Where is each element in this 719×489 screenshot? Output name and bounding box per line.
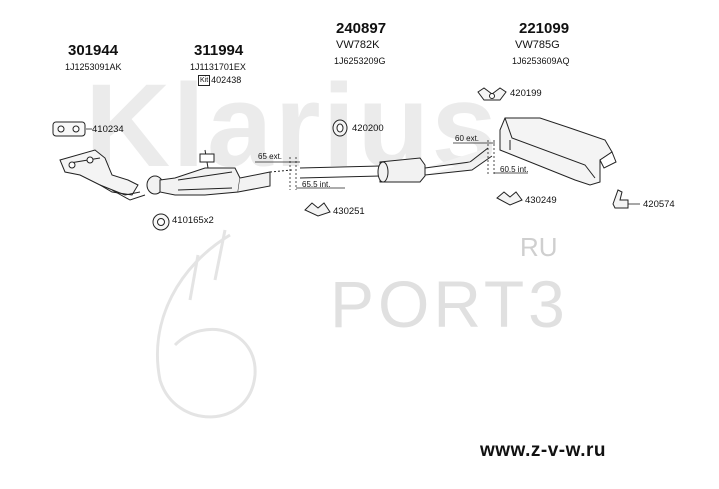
- part-ref-311994: 1J1131701EX: [190, 62, 246, 72]
- part-number-311994: 311994: [194, 42, 244, 59]
- ring-420200-drawing: [332, 119, 348, 137]
- dim-65-5-int: 65.5 int.: [302, 180, 331, 189]
- middle-pipe-drawing: [269, 165, 381, 179]
- rear-silencer-drawing: [499, 117, 617, 186]
- dim-65-ext: 65 ext.: [258, 152, 283, 161]
- site-url: www.z-v-w.ru: [480, 440, 606, 461]
- center-silencer-drawing: [377, 147, 493, 183]
- part-number-221099: 221099: [519, 20, 570, 37]
- part-ref-301944: 1J1253091AK: [65, 62, 122, 72]
- code-420574: 420574: [643, 199, 675, 210]
- catalytic-converter-drawing: [146, 149, 271, 196]
- code-420199: 420199: [510, 88, 542, 99]
- part-number-301944: 301944: [68, 42, 119, 59]
- clamp-430251-drawing: [304, 202, 331, 217]
- hanger-420574-drawing: [612, 189, 629, 209]
- kit-number: 402438: [211, 75, 242, 85]
- code-410234: 410234: [92, 124, 124, 135]
- code-430251: 430251: [333, 206, 365, 217]
- dimension-brackets: [255, 140, 528, 190]
- part-number-240897: 240897: [336, 20, 387, 37]
- port-watermark: PORT3: [330, 267, 569, 341]
- clamp-430249-drawing: [496, 191, 523, 206]
- manifold-drawing: [59, 149, 146, 201]
- ru-watermark: RU: [520, 232, 558, 262]
- part-ref-240897: 1J6253209G: [334, 56, 386, 66]
- part-ref-221099: 1J6253609AQ: [512, 56, 570, 66]
- clamp-420199-drawing: [477, 87, 507, 101]
- code-410165x2: 410165x2: [172, 215, 214, 226]
- part-name-vw785g: VW785G: [515, 39, 560, 51]
- dim-60-5-int: 60.5 int.: [500, 165, 529, 174]
- kit-badge: Kit: [198, 75, 211, 87]
- code-420200: 420200: [352, 123, 384, 134]
- gasket-410234-drawing: [52, 121, 86, 137]
- dim-60-ext: 60 ext.: [455, 134, 480, 143]
- logo-watermark: [155, 229, 257, 419]
- gasket-410165-drawing: [152, 213, 170, 231]
- part-name-vw782k: VW782K: [336, 39, 380, 51]
- code-430249: 430249: [525, 195, 557, 206]
